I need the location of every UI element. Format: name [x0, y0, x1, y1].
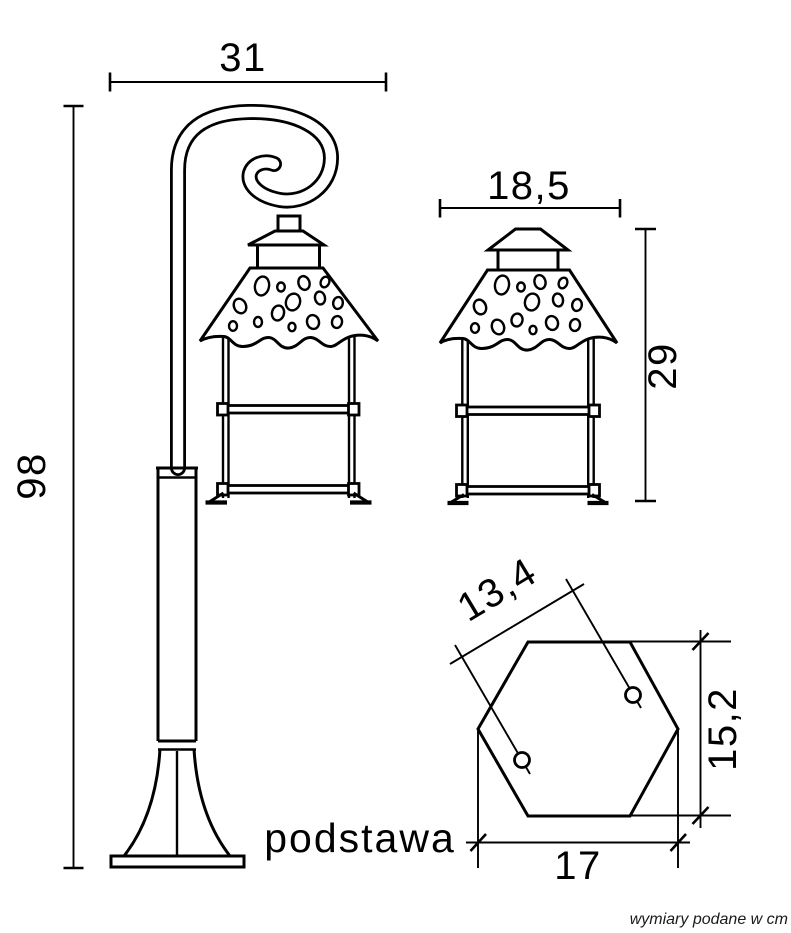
slash-tick — [469, 833, 487, 852]
roof-hole — [570, 297, 584, 313]
ring-cap — [216, 402, 230, 417]
lantern-cap — [483, 227, 573, 252]
cage-foot — [352, 491, 368, 503]
roof-hole — [287, 321, 297, 333]
roof-perforations — [227, 274, 345, 333]
cage-foot — [591, 493, 606, 504]
roof-hole — [297, 274, 311, 292]
dimension-base-width: 17 — [466, 729, 690, 888]
dimension-base-depth: 15,2 — [630, 630, 745, 828]
dimension-label-arm-width: 31 — [219, 36, 267, 80]
dimension-label-base-width: 17 — [554, 844, 602, 888]
roof-hole — [493, 274, 511, 296]
footer-note: wymiary podane w cm — [630, 911, 788, 928]
lantern-cage — [447, 335, 609, 506]
roof-hole — [330, 314, 344, 330]
cage-foot — [450, 493, 465, 504]
slash-tick — [691, 806, 710, 825]
roof-hole — [510, 312, 524, 328]
mounting-hole — [624, 686, 642, 704]
lantern-stem — [276, 214, 302, 233]
base-flare — [192, 748, 232, 857]
base-hexagon — [476, 640, 680, 818]
roof-hole — [516, 281, 527, 293]
roof-hole — [490, 318, 506, 336]
slash-tick — [669, 833, 687, 852]
dimension-line — [449, 583, 585, 665]
lantern-front-figure: 18,5 29 — [438, 164, 685, 506]
base-label: podstawa — [264, 815, 456, 861]
roof-hole — [276, 281, 287, 293]
roof-hole — [523, 292, 541, 312]
side-view-figure: 31 98 — [10, 36, 388, 870]
roof-hole — [557, 276, 569, 290]
dimension-label-hole-spacing: 13,4 — [450, 549, 545, 630]
cage-ring — [218, 484, 358, 495]
lantern-cage — [205, 333, 372, 505]
extension-line — [565, 578, 642, 709]
roof-hole — [472, 298, 488, 316]
dimension-total-height: 98 — [10, 104, 84, 870]
roof-hole — [313, 290, 327, 306]
dimension-lantern-height: 29 — [635, 227, 685, 503]
roof-hole — [544, 314, 560, 332]
lantern-cap — [247, 229, 329, 247]
base-flare — [122, 748, 162, 857]
lantern-front — [438, 227, 619, 506]
lantern-chimney — [496, 248, 560, 272]
roof-hole — [319, 275, 331, 289]
arm-tube-inner — [172, 106, 337, 474]
lantern-chimney — [256, 243, 321, 270]
ring-cap — [587, 403, 601, 418]
cage-ring — [458, 405, 598, 416]
mounting-hole — [513, 751, 531, 769]
roof-hole — [331, 295, 345, 311]
roof-hole — [528, 324, 538, 336]
dimension-label-lantern-width: 18,5 — [487, 164, 571, 208]
roof-hole — [551, 292, 565, 308]
curled-arm — [170, 103, 340, 476]
post-column — [109, 466, 246, 869]
dimension-label-total-height: 98 — [10, 452, 54, 500]
dimension-label-base-depth: 15,2 — [701, 687, 745, 771]
roof-hole — [227, 320, 239, 333]
cage-ring — [218, 404, 358, 415]
lantern-side — [198, 214, 380, 505]
roof-hole — [469, 322, 481, 335]
base-plan-figure: 13,4 15,2 17 podstawa — [264, 549, 745, 888]
ring-cap — [455, 403, 469, 418]
dimension-label-lantern-height: 29 — [641, 342, 685, 390]
roof-perforations — [469, 273, 584, 336]
roof-hole — [252, 315, 264, 329]
ring-cap — [347, 482, 361, 497]
cage-ring — [458, 485, 598, 496]
roof-hole — [568, 317, 582, 333]
base-plate — [109, 854, 246, 869]
slash-tick — [691, 632, 710, 651]
cage-foot — [209, 491, 225, 503]
dimension-lantern-width: 18,5 — [438, 164, 622, 218]
roof-hole — [533, 273, 547, 291]
roof-hole — [232, 297, 248, 315]
roof-hole — [284, 292, 302, 312]
roof-hole — [270, 304, 286, 322]
dimension-arm-width: 31 — [108, 36, 388, 92]
ring-cap — [347, 402, 361, 417]
roof-hole — [305, 313, 321, 331]
roof-hole — [253, 275, 271, 297]
